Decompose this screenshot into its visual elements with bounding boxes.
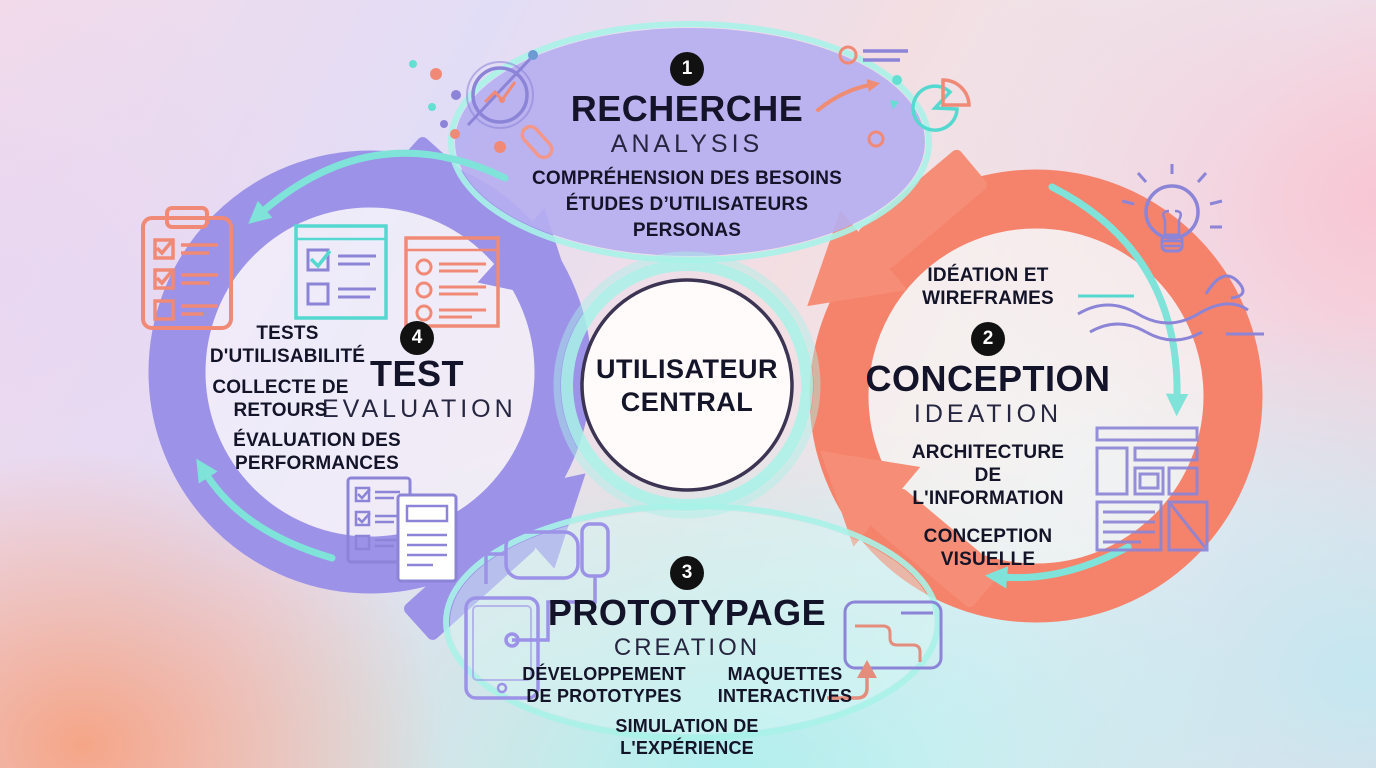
phase-2-item: IDÉATION ET WIREFRAMES [922, 265, 1054, 310]
phase-recherche-section: 1 RECHERCHE ANALYSIS COMPRÉHENSION DES B… [467, 52, 907, 245]
phase-3-item: SIMULATION DE L'EXPÉRIENCE [615, 715, 759, 758]
phase-4-subtitle: EVALUATION [322, 395, 517, 423]
phase-1-item: PERSONAS [632, 220, 742, 242]
bullet-list-window-icon [404, 236, 500, 328]
phase-3-item: DÉVELOPPEMENT DE PROTOTYPES [522, 663, 686, 706]
phase-4-badge: 4 [400, 321, 434, 355]
small-curved-arrow-icon [816, 79, 881, 112]
central-user-label: UTILISATEUR CENTRAL [596, 354, 778, 417]
ring-arrow-top-left [248, 149, 509, 224]
phase-1-badge: 1 [670, 52, 704, 86]
pie-chart-icon [911, 78, 971, 132]
magnifier-trend-icon [466, 50, 554, 160]
phase-4-item: TESTS D'UTILISABILITÉ [209, 323, 366, 368]
text-document-icon [396, 493, 458, 583]
conception-cycle-ring [809, 169, 1263, 623]
right-ring-interior [868, 228, 1204, 564]
ring-arrow-bottom-left [196, 458, 336, 562]
phase-3-item: MAQUETTES INTERACTIVES [717, 663, 853, 706]
phase-conception-section: IDÉATION ET WIREFRAMES 2 CONCEPTION IDEA… [848, 264, 1128, 571]
phase-2-item: CONCEPTION VISUELLE [923, 525, 1053, 570]
wireframe-grid-icon [1095, 426, 1209, 552]
phase-1-item: COMPRÉHENSION DES BESOINS [531, 167, 843, 189]
lightbulb-icon [1121, 164, 1223, 253]
scatter-dots [409, 60, 902, 153]
wave-lines-icon [1077, 274, 1264, 342]
ring-arrow-right [1048, 183, 1189, 417]
central-user-circle [553, 251, 821, 519]
ring-arrow-bottom-right [984, 543, 1132, 589]
phase-4-item: COLLECTE DE RETOURS [212, 377, 349, 422]
phase-1-subtitle: ANALYSIS [610, 129, 764, 158]
checklist-window-icon [294, 224, 388, 320]
phase-2-item: ARCHITECTURE DE L'INFORMATION [911, 442, 1065, 510]
phase-2-subtitle: IDEATION [913, 400, 1063, 429]
list-lines-icon [838, 45, 908, 65]
phase-2-title: CONCEPTION [865, 358, 1111, 400]
clipboard-checklist-icon [141, 206, 233, 330]
cycle-arrow-bottom-right [820, 450, 1001, 608]
phase-2-badge: 2 [971, 322, 1005, 357]
phase-1-item: ÉTUDES D’UTILISATEURS [565, 193, 809, 215]
phase-3-badge: 3 [670, 556, 704, 590]
left-ring-interior [204, 206, 536, 538]
checklist-document-icon [346, 476, 412, 564]
phase-1-title: RECHERCHE [570, 88, 804, 129]
phase-3-title: PROTOTYPAGE [547, 592, 827, 633]
phase-4-item: ÉVALUATION DES PERFORMANCES [233, 430, 401, 475]
phase-3-subtitle: CREATION [613, 633, 761, 661]
phase-4-title: TEST [369, 353, 464, 394]
roadmap-icon [827, 600, 943, 700]
phase-prototypage-section: 3 PROTOTYPAGE CREATION DÉVELOPPEMENT DE … [487, 556, 887, 760]
tablet-icon [464, 596, 540, 700]
